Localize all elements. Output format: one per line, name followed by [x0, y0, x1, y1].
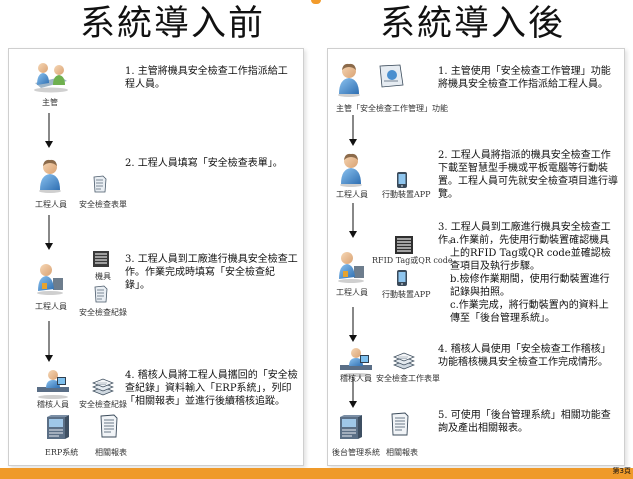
before-step-4: 4. 稽核人員將工程人員攜回的「安全檢查紀錄」資料輸入「ERP系統」，列印「相關… — [125, 370, 298, 407]
heading-after: 系統導入後 — [380, 4, 566, 44]
after-step-3a: a.作業前，先使用行動裝置確認機具上的RFID Tag或QR code並確認檢查… — [450, 235, 611, 272]
label-mobile-app-2: 行動裝置APP — [382, 290, 431, 299]
arrow-down-icon — [349, 307, 357, 342]
management-window-icon — [376, 63, 406, 89]
after-step-3c: c.作業完成，將行動裝置內的資料上傳至「後台管理系統」。 — [450, 300, 609, 324]
label-safety-record: 安全檢查紀錄 — [79, 308, 127, 317]
heading-before: 系統導入前 — [80, 4, 266, 44]
label-machine: 機具 — [95, 272, 111, 281]
report-document-icon — [390, 411, 410, 437]
engineer-icon — [336, 151, 366, 187]
page-number: 第3頁 — [612, 467, 631, 475]
auditor-icon — [35, 367, 71, 399]
top-accent-mark — [311, 0, 321, 4]
label-safety-form: 安全檢查表單 — [79, 200, 127, 209]
record-stack-icon — [91, 377, 115, 397]
bottom-accent-bar — [0, 468, 633, 479]
label-mobile-app: 行動裝置APP — [382, 190, 431, 199]
label-engineer-2: 工程人員 — [35, 302, 67, 311]
after-step-3: 3. 工程人員到工廠進行機具安全檢查工作。 — [438, 222, 611, 246]
label-erp: ERP系統 — [45, 448, 79, 457]
engineer-icon — [35, 157, 65, 193]
supervisor-icon — [334, 61, 364, 97]
panel-after: 主管「安全檢查工作管理」功能 1. 主管使用「安全檢查工作管理」功能將機具安全檢… — [327, 48, 625, 466]
record-document-icon — [94, 285, 108, 303]
label-engineer: 工程人員 — [35, 200, 67, 209]
label-backend-system: 後台管理系統 — [332, 448, 380, 457]
arrow-down-icon — [45, 215, 53, 250]
arrow-down-icon — [349, 115, 357, 146]
report-document-icon — [99, 413, 119, 439]
erp-server-icon — [45, 413, 71, 441]
label-work-form: 安全檢查工作表單 — [376, 374, 440, 383]
after-step-4: 4. 稽核人員使用「安全檢查工作稽核」功能稽核機具安全檢查工作完成情形。 — [438, 344, 611, 368]
mobile-device-icon — [396, 269, 408, 287]
qr-code-icon — [394, 235, 414, 255]
arrow-down-icon — [45, 321, 53, 362]
arrow-down-icon — [45, 113, 53, 148]
label-rfid: RFID Tag或QR code — [372, 256, 453, 265]
mobile-device-icon — [396, 171, 408, 189]
label-supervisor-function: 主管「安全檢查工作管理」功能 — [336, 104, 448, 113]
after-step-1: 1. 主管使用「安全檢查工作管理」功能將機具安全檢查工作指派給工程人員。 — [438, 66, 611, 90]
label-auditor: 稽核人員 — [340, 374, 372, 383]
machine-icon — [91, 249, 111, 269]
label-supervisor: 主管 — [42, 98, 58, 107]
backend-server-icon — [338, 413, 364, 441]
before-step-2: 2. 工程人員填寫「安全檢查表單」。 — [125, 158, 283, 169]
form-document-icon — [93, 175, 107, 193]
engineer-working-icon — [334, 249, 368, 283]
before-step-1: 1. 主管將機具安全檢查工作指派給工程人員。 — [125, 66, 288, 90]
label-engineer: 工程人員 — [336, 190, 368, 199]
form-stack-icon — [392, 351, 416, 371]
label-report: 相關報表 — [95, 448, 127, 457]
arrow-down-icon — [349, 203, 357, 238]
after-step-3b: b.檢修作業期間，使用行動裝置進行記錄與拍照。 — [450, 274, 610, 298]
label-safety-record-2: 安全檢查紀錄 — [79, 400, 127, 409]
panel-before: 主管 1. 主管將機具安全檢查工作指派給工程人員。 工程人員 安全檢查表單 2.… — [8, 48, 304, 466]
supervisor-meeting-icon — [31, 59, 71, 93]
engineer-working-icon — [33, 261, 67, 295]
before-step-3: 3. 工程人員到工廠進行機具安全檢查工作。作業完成時填寫「安全檢查紀錄」。 — [125, 254, 298, 291]
after-step-5: 5. 可使用「後台管理系統」相關功能查詢及產出相關報表。 — [438, 410, 611, 434]
label-engineer-2: 工程人員 — [336, 288, 368, 297]
after-step-2: 2. 工程人員將指派的機具安全檢查工作下載至智慧型手機或平板電腦等行動裝置。工程… — [438, 150, 618, 200]
label-auditor: 稽核人員 — [37, 400, 69, 409]
label-report: 相關報表 — [386, 448, 418, 457]
arrow-down-icon — [349, 377, 357, 408]
